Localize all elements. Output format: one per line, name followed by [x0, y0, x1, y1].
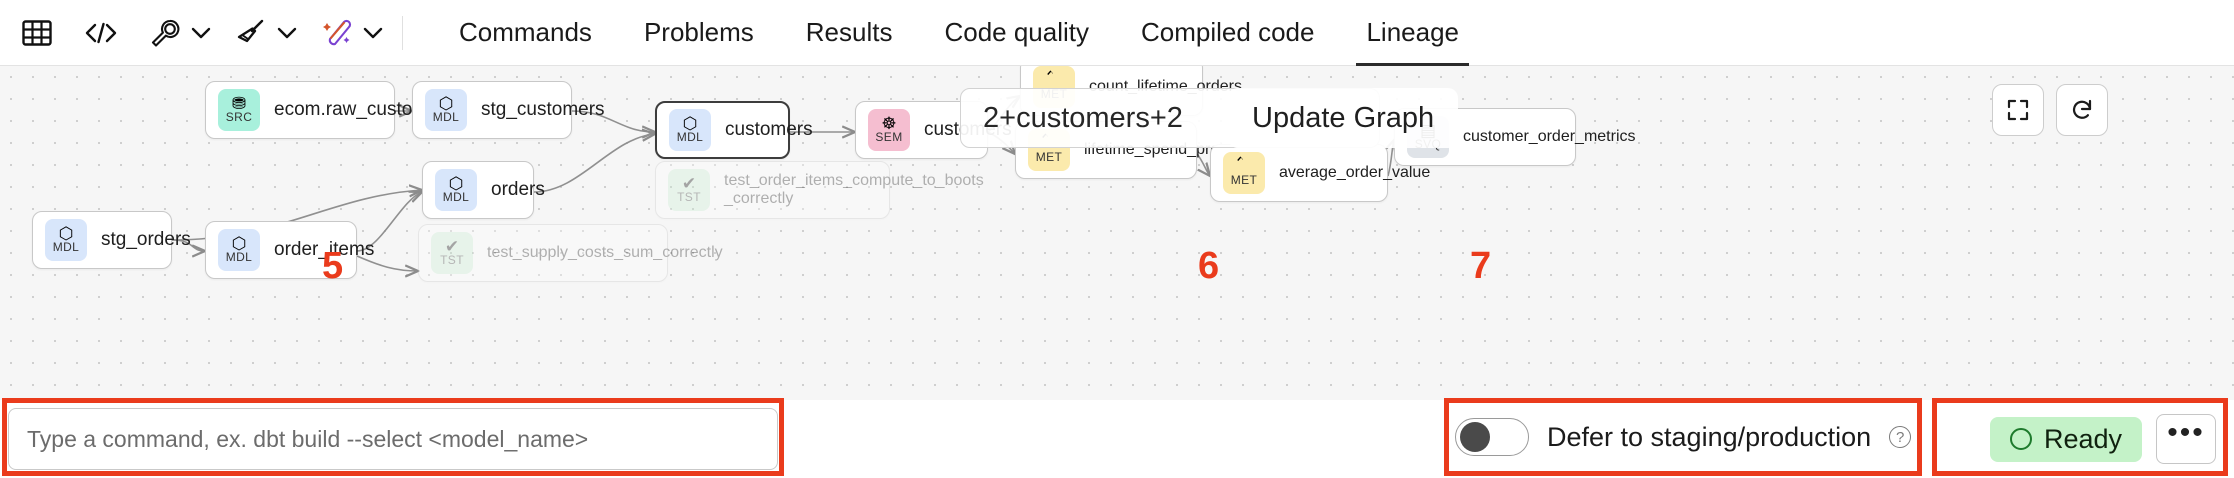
lineage-node-label: orders — [491, 179, 545, 200]
toolbar-broom-group — [228, 10, 300, 56]
lineage-node-label: average_order_value — [1279, 164, 1431, 181]
more-options-button[interactable]: ••• — [2156, 414, 2216, 464]
badge-glyph: ⬡ — [58, 223, 74, 243]
mdl-badge-icon: ⬡MDL — [435, 169, 477, 211]
toolbar-magic-group — [314, 10, 386, 56]
badge-glyph: ⬡ — [231, 233, 247, 253]
defer-toggle[interactable] — [1455, 418, 1529, 456]
badge-type-code: TST — [440, 252, 464, 267]
help-circle-icon[interactable]: ? — [1889, 426, 1912, 448]
graph-selector-value: 2+customers+2 — [983, 101, 1183, 134]
badge-glyph: ⛃ — [231, 93, 247, 113]
badge-type-code: SEM — [875, 129, 903, 144]
badge-type-code: MET — [1230, 172, 1258, 187]
status-dot-icon — [2009, 428, 2032, 450]
tab-problems[interactable]: Problems — [643, 17, 754, 47]
badge-glyph: ⬡ — [448, 173, 464, 193]
badge-type-code: SRC — [225, 109, 253, 124]
lineage-node-orders[interactable]: ⬡MDL orders — [422, 161, 545, 219]
code-icon[interactable] — [78, 10, 124, 56]
src-badge-icon: ⛃SRC — [218, 89, 260, 131]
badge-type-code: MDL — [432, 109, 460, 124]
tab-commands[interactable]: Commands — [459, 17, 592, 47]
canvas-controls — [1992, 84, 2108, 136]
status-label: Ready — [2043, 423, 2122, 454]
mdl-badge-icon: ⬡MDL — [669, 109, 711, 151]
annotation-number-6: 6 — [1198, 245, 1220, 287]
badge-type-code: MDL — [52, 239, 80, 254]
tab-code-quality[interactable]: Code quality — [944, 17, 1090, 47]
badge-type-code: MDL — [442, 189, 470, 204]
panel-tabs: Commands Problems Results Code quality C… — [433, 0, 1485, 66]
status-badge[interactable]: Ready — [1989, 416, 2142, 462]
sem-badge-icon: ☸SEM — [868, 109, 910, 151]
mdl-badge-icon: ⬡MDL — [45, 219, 87, 261]
badge-glyph: ☸ — [881, 113, 897, 133]
mdl-badge-icon: ⬡MDL — [218, 229, 260, 271]
table-icon[interactable] — [14, 10, 60, 56]
lineage-node-average_order_value[interactable]: ᳐MET average_order_value — [1210, 144, 1430, 202]
badge-type-code: MDL — [676, 129, 704, 144]
badge-type-code: MET — [1035, 149, 1063, 164]
lineage-node-label: customers — [725, 119, 813, 140]
status-group: Ready ••• — [1989, 414, 2216, 464]
broom-icon[interactable] — [228, 10, 274, 56]
lineage-node-label: order_items — [274, 239, 375, 260]
badge-glyph: ✔ — [444, 236, 460, 256]
badge-glyph: ✔ — [681, 173, 697, 193]
defer-label: Defer to staging/production — [1547, 421, 1872, 452]
refresh-icon[interactable] — [2056, 84, 2108, 136]
command-input[interactable] — [8, 408, 778, 470]
command-input-wrap — [8, 408, 778, 470]
defer-control-group: Defer to staging/production ? — [1455, 418, 1912, 456]
badge-type-code: MDL — [225, 249, 253, 264]
toolbar-wrench-group — [142, 10, 214, 56]
lineage-edge — [533, 134, 655, 193]
badge-type-code: TST — [677, 189, 701, 204]
chevron-down-icon[interactable] — [274, 27, 300, 39]
tab-results[interactable]: Results — [805, 17, 893, 47]
badge-glyph: ⬡ — [438, 93, 454, 113]
lineage-node-label: customer_order_metrics — [1463, 128, 1636, 145]
top-toolbar: Commands Problems Results Code quality C… — [0, 0, 2234, 66]
update-graph-button[interactable]: Update Graph — [1228, 88, 1459, 148]
lineage-node-label: test_supply_costs_sum_correctly — [487, 244, 723, 261]
toggle-knob — [1460, 422, 1490, 452]
tst-badge-icon: ✔TST — [431, 232, 473, 274]
lineage-node-test_supply_costs[interactable]: ✔TST test_supply_costs_sum_correctly — [418, 224, 723, 282]
lineage-node-ecom_raw_customers[interactable]: ⛃SRC ecom.raw_customers — [205, 81, 455, 139]
lineage-node-label: test_order_items_compute_to_boots _corre… — [724, 172, 984, 207]
lineage-node-label: stg_orders — [101, 229, 191, 250]
lineage-node-label: stg_customers — [481, 99, 605, 120]
lineage-node-customers_mdl[interactable]: ⬡MDL customers — [655, 101, 813, 159]
chevron-down-icon[interactable] — [360, 27, 386, 39]
magic-wand-icon[interactable] — [314, 10, 360, 56]
annotation-number-7: 7 — [1470, 245, 1492, 287]
lineage-node-test_order_items[interactable]: ✔TST test_order_items_compute_to_boots _c… — [655, 161, 984, 219]
tst-badge-icon: ✔TST — [668, 169, 710, 211]
lineage-node-stg_customers[interactable]: ⬡MDL stg_customers — [412, 81, 605, 139]
tab-lineage[interactable]: Lineage — [1340, 0, 1485, 66]
lineage-node-order_items[interactable]: ⬡MDL order_items — [205, 221, 374, 279]
lineage-node-stg_orders[interactable]: ⬡MDL stg_orders — [32, 211, 191, 269]
fullscreen-icon[interactable] — [1992, 84, 2044, 136]
tab-compiled-code[interactable]: Compiled code — [1141, 17, 1315, 47]
lineage-node-label: ecom.raw_customers — [274, 99, 455, 120]
badge-glyph: ⬡ — [682, 113, 698, 133]
bottom-bar: Defer to staging/production ? Ready ••• — [0, 400, 2234, 478]
toolbar-divider — [402, 15, 403, 50]
met-badge-icon: ᳐MET — [1223, 152, 1265, 194]
toolbar-icon-group — [0, 0, 419, 66]
wrench-icon[interactable] — [142, 10, 188, 56]
annotation-number-5: 5 — [322, 245, 344, 287]
met-badge-icon: ᳐MET — [1028, 129, 1070, 171]
chevron-down-icon[interactable] — [188, 27, 214, 39]
mdl-badge-icon: ⬡MDL — [425, 89, 467, 131]
